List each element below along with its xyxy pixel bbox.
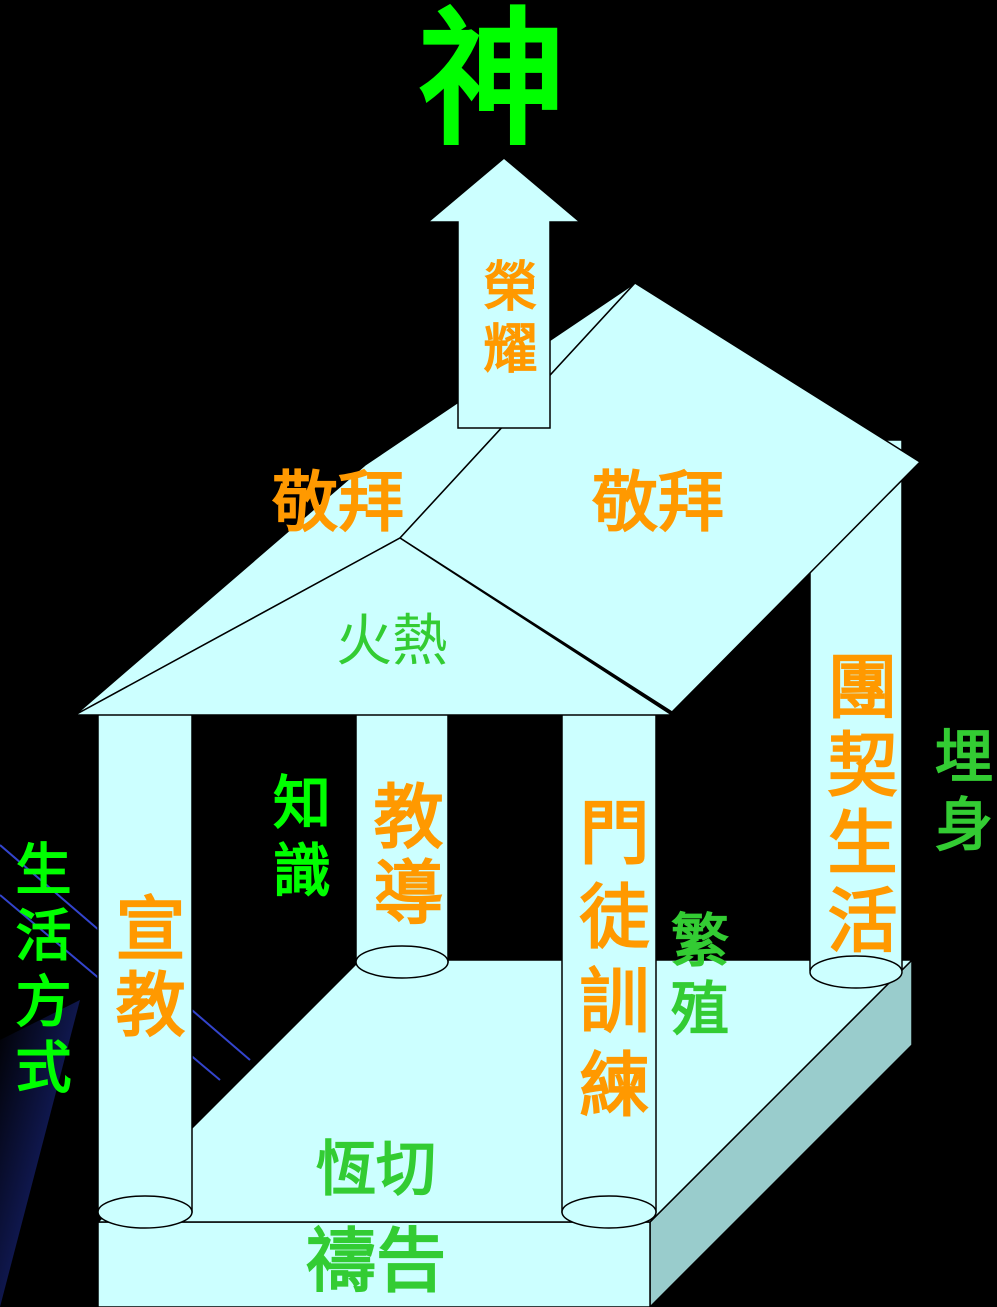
pillar-label-teaching: 教導 [362, 780, 444, 932]
pediment [74, 537, 675, 716]
arrow-up [425, 157, 583, 429]
pediment-label: 火熱 [336, 609, 448, 674]
roof-right-label: 敬拜 [592, 464, 724, 541]
pillar-label-missions: 宣教 [104, 892, 186, 1044]
side-label-lifestyle: 生活方式 [6, 840, 71, 1104]
base-label: 禱告 [306, 1220, 446, 1302]
floor [96, 959, 914, 1223]
pillar-front-right [561, 711, 657, 1229]
pillar-label-fellowship: 團契生活 [816, 650, 898, 962]
pillar-front-left [97, 711, 193, 1229]
side-label-commit: 埋身 [925, 726, 993, 862]
arrow-label: 榮耀 [474, 258, 537, 382]
roof-left-label: 敬拜 [272, 464, 404, 541]
side-label-knowledge: 知識 [263, 772, 331, 908]
side-label-multiply: 繁殖 [661, 910, 729, 1046]
pillar-back-left [355, 711, 449, 979]
corner-accent [0, 1000, 80, 1307]
pillar-label-discipleship: 門徒訓練 [568, 796, 650, 1132]
title-god: 神 [418, 0, 566, 166]
floor-label: 恆切 [316, 1135, 436, 1205]
roof-right-plane [398, 282, 922, 713]
